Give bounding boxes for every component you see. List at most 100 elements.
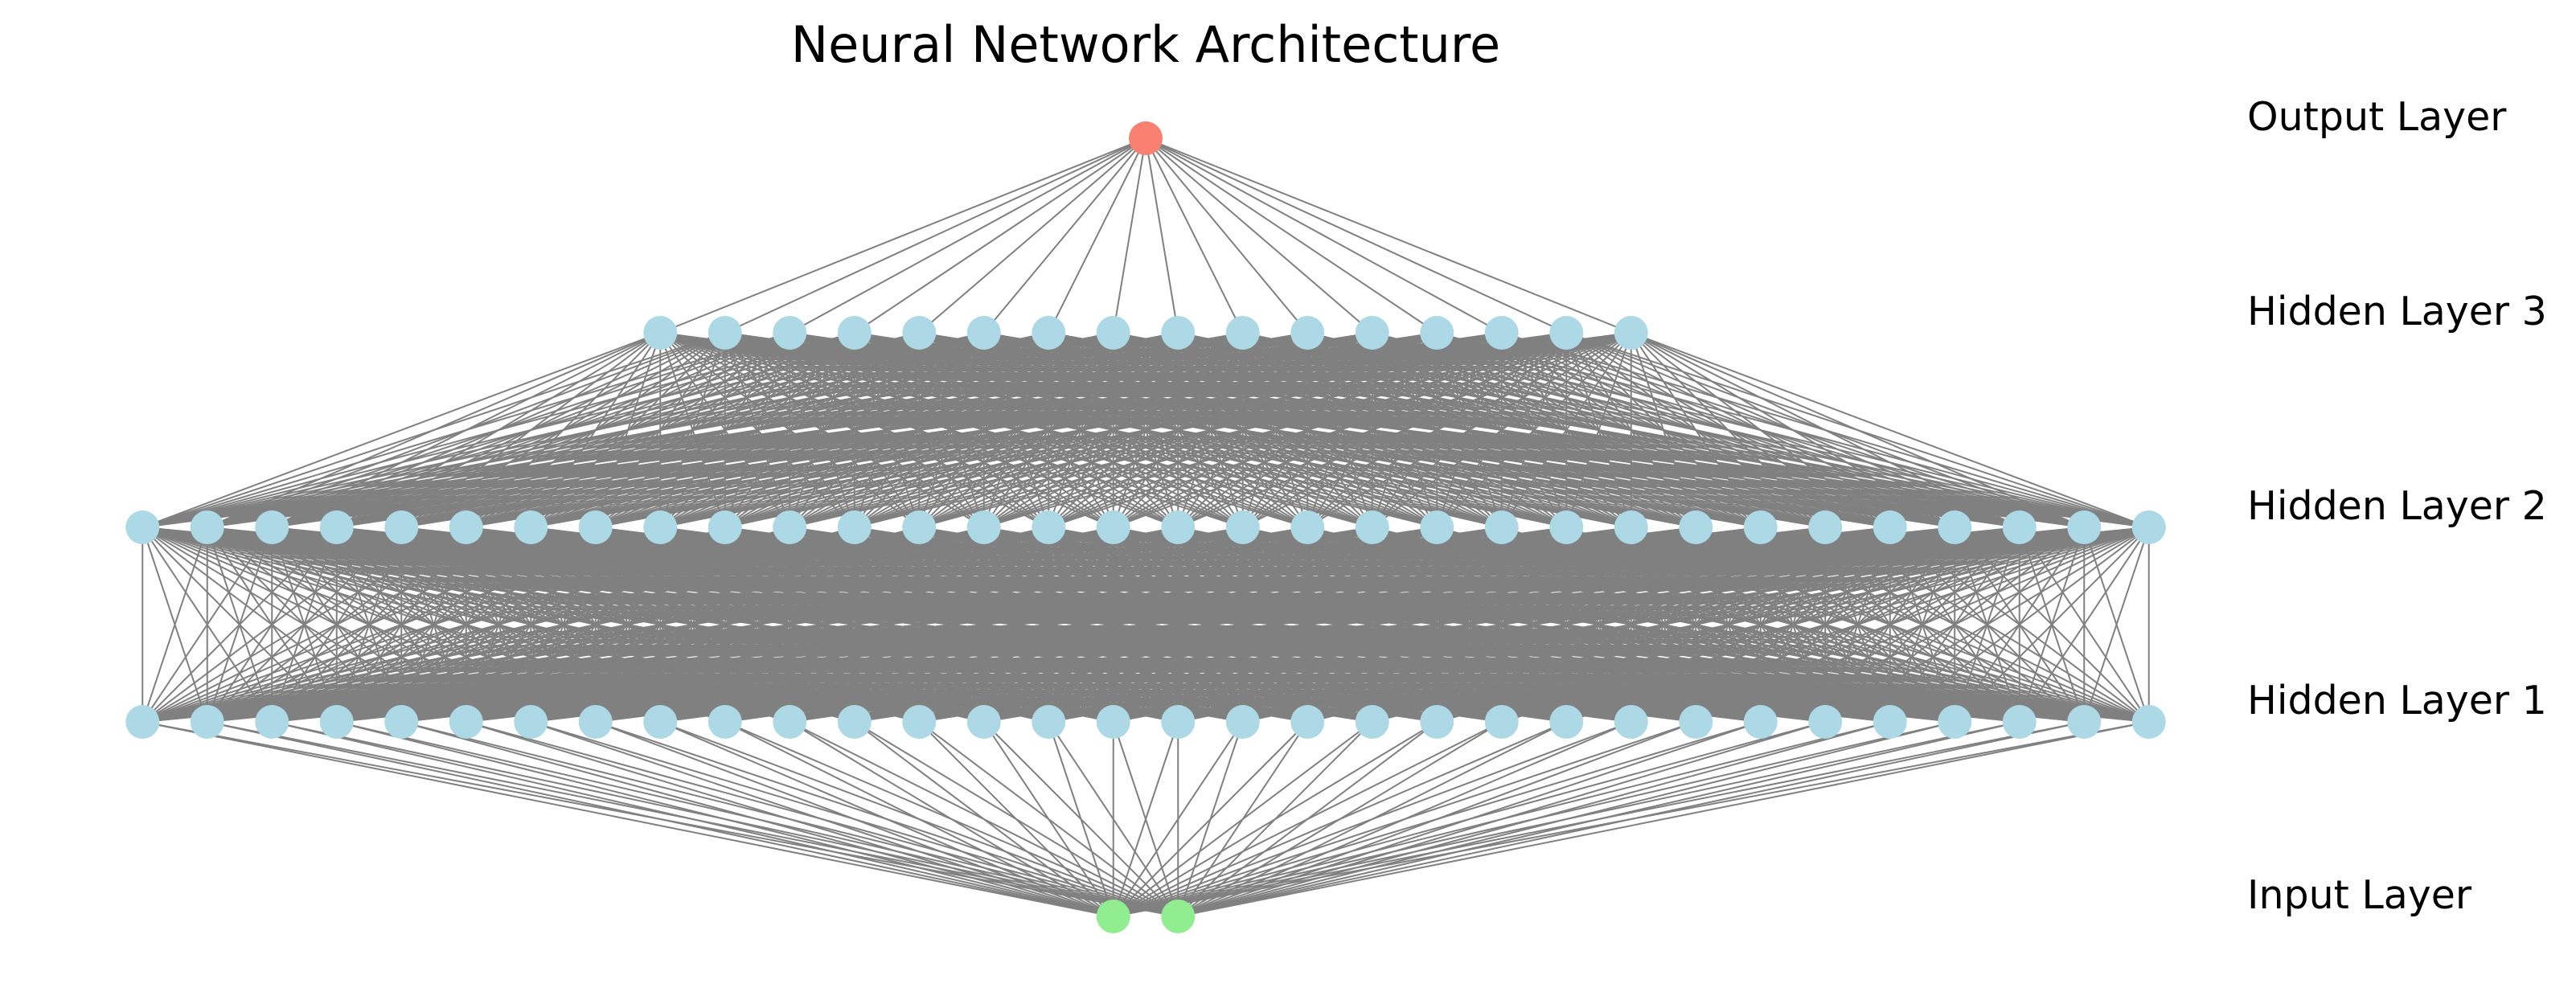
edge-hidden-layer-1-29-to-hidden-layer-2-0	[142, 527, 2020, 723]
layer-label-output-layer: Output Layer	[2247, 94, 2507, 140]
edge-hidden-layer-2-21-to-hidden-layer-3-0	[660, 332, 1502, 528]
edge-hidden-layer-1-31-to-hidden-layer-2-4	[401, 527, 2149, 723]
node-hidden-layer-2-23	[1614, 510, 1648, 544]
edge-hidden-layer-1-10-to-hidden-layer-2-0	[142, 527, 790, 723]
node-hidden-layer-1-11	[837, 705, 872, 739]
node-hidden-layer-2-25	[1743, 510, 1778, 544]
edge-hidden-layer-3-15-to-output-layer-0	[1145, 137, 1632, 334]
edge-hidden-layer-2-31-to-hidden-layer-3-3	[854, 332, 2149, 528]
edge-hidden-layer-3-14-to-output-layer-0	[1145, 137, 1567, 334]
edge-hidden-layer-2-24-to-hidden-layer-3-0	[660, 332, 1696, 528]
edge-hidden-layer-3-8-to-output-layer-0	[1145, 137, 1179, 334]
edge-hidden-layer-2-30-to-hidden-layer-3-0	[660, 332, 2085, 528]
edge-hidden-layer-1-31-to-hidden-layer-2-6	[531, 527, 2149, 723]
node-hidden-layer-2-0	[125, 510, 160, 544]
edge-hidden-layer-1-18-to-hidden-layer-2-0	[142, 527, 1308, 723]
edge-hidden-layer-1-31-to-hidden-layer-2-26	[1824, 527, 2150, 723]
node-hidden-layer-2-11	[837, 510, 872, 544]
node-hidden-layer-1-5	[449, 705, 483, 739]
node-hidden-layer-2-27	[1873, 510, 1907, 544]
edge-hidden-layer-2-28-to-hidden-layer-3-0	[660, 332, 1955, 528]
edge-hidden-layer-2-31-to-hidden-layer-3-12	[1436, 332, 2150, 528]
edge-input-layer-1-to-hidden-layer-1-15	[1112, 721, 1179, 917]
edge-input-layer-1-to-hidden-layer-1-11	[854, 721, 1179, 917]
edge-hidden-layer-1-31-to-hidden-layer-2-7	[595, 527, 2149, 723]
edge-hidden-layer-1-13-to-hidden-layer-2-0	[142, 527, 984, 723]
node-hidden-layer-1-28	[1938, 705, 1972, 739]
edge-hidden-layer-1-31-to-hidden-layer-2-25	[1760, 527, 2150, 723]
edge-hidden-layer-1-31-to-hidden-layer-2-22	[1565, 527, 2150, 723]
edge-hidden-layer-1-23-to-hidden-layer-2-0	[142, 527, 1631, 723]
node-hidden-layer-2-21	[1484, 510, 1519, 544]
node-hidden-layer-2-3	[319, 510, 354, 544]
node-hidden-layer-2-24	[1679, 510, 1713, 544]
edge-hidden-layer-1-3-to-hidden-layer-2-0	[142, 527, 338, 723]
node-hidden-layer-2-10	[773, 510, 807, 544]
edges-group	[142, 137, 2150, 917]
node-hidden-layer-1-21	[1484, 705, 1519, 739]
node-hidden-layer-2-4	[384, 510, 419, 544]
node-hidden-layer-3-3	[837, 316, 872, 350]
edge-hidden-layer-2-31-to-hidden-layer-3-5	[983, 332, 2149, 528]
node-hidden-layer-2-9	[708, 510, 742, 544]
edge-hidden-layer-3-7-to-output-layer-0	[1112, 137, 1146, 334]
edge-hidden-layer-2-3-to-hidden-layer-3-0	[336, 332, 661, 528]
edge-hidden-layer-2-11-to-hidden-layer-3-0	[659, 332, 855, 528]
node-hidden-layer-1-0	[125, 705, 160, 739]
edge-input-layer-1-to-hidden-layer-1-14	[1048, 721, 1179, 917]
edge-hidden-layer-1-16-to-hidden-layer-2-0	[142, 527, 1179, 723]
edge-hidden-layer-1-31-to-hidden-layer-2-11	[854, 527, 2149, 723]
edge-hidden-layer-2-2-to-hidden-layer-3-0	[271, 332, 661, 528]
edge-hidden-layer-3-3-to-output-layer-0	[854, 137, 1146, 334]
edge-hidden-layer-2-27-to-hidden-layer-3-0	[660, 332, 1890, 528]
edge-input-layer-1-to-hidden-layer-1-3	[336, 721, 1179, 917]
edge-input-layer-1-to-hidden-layer-1-22	[1177, 721, 1567, 917]
node-hidden-layer-1-25	[1743, 705, 1778, 739]
edge-hidden-layer-2-31-to-hidden-layer-3-6	[1048, 332, 2149, 528]
edge-hidden-layer-1-31-to-hidden-layer-2-9	[724, 527, 2149, 723]
node-hidden-layer-3-4	[902, 316, 937, 350]
node-hidden-layer-3-11	[1355, 316, 1389, 350]
node-hidden-layer-1-18	[1290, 705, 1325, 739]
node-hidden-layer-1-17	[1225, 705, 1260, 739]
node-hidden-layer-1-20	[1420, 705, 1454, 739]
edge-hidden-layer-3-9-to-output-layer-0	[1145, 137, 1244, 334]
node-hidden-layer-2-15	[1096, 510, 1130, 544]
edge-input-layer-0-to-hidden-layer-1-0	[142, 721, 1114, 917]
edge-hidden-layer-1-17-to-hidden-layer-2-0	[142, 527, 1243, 723]
edge-hidden-layer-1-5-to-hidden-layer-2-0	[142, 527, 467, 723]
edge-hidden-layer-3-11-to-output-layer-0	[1145, 137, 1373, 334]
edge-hidden-layer-2-20-to-hidden-layer-3-0	[660, 332, 1438, 528]
edge-hidden-layer-1-8-to-hidden-layer-2-0	[142, 527, 661, 723]
edge-hidden-layer-1-15-to-hidden-layer-2-0	[142, 527, 1114, 723]
edge-hidden-layer-3-4-to-output-layer-0	[918, 137, 1146, 334]
edge-hidden-layer-2-7-to-hidden-layer-3-0	[594, 332, 662, 528]
node-hidden-layer-2-22	[1549, 510, 1584, 544]
node-hidden-layer-1-19	[1355, 705, 1389, 739]
diagram-title: Neural Network Architecture	[791, 15, 1500, 74]
node-hidden-layer-3-8	[1161, 316, 1196, 350]
edge-hidden-layer-1-31-to-hidden-layer-2-23	[1631, 527, 2150, 723]
edge-input-layer-1-to-hidden-layer-1-23	[1177, 721, 1632, 917]
node-hidden-layer-3-0	[643, 316, 678, 350]
node-hidden-layer-1-7	[578, 705, 613, 739]
edge-input-layer-1-to-hidden-layer-1-1	[207, 721, 1179, 917]
edge-hidden-layer-2-23-to-hidden-layer-3-0	[660, 332, 1631, 528]
edge-hidden-layer-1-31-to-hidden-layer-2-1	[207, 527, 2149, 723]
edge-input-layer-1-to-hidden-layer-1-10	[789, 721, 1179, 917]
edge-input-layer-1-to-hidden-layer-1-21	[1177, 721, 1503, 917]
edge-hidden-layer-2-22-to-hidden-layer-3-0	[660, 332, 1567, 528]
node-hidden-layer-1-12	[902, 705, 937, 739]
edge-hidden-layer-1-1-to-hidden-layer-2-0	[142, 527, 208, 723]
edge-hidden-layer-3-10-to-output-layer-0	[1145, 137, 1309, 334]
edge-hidden-layer-3-6-to-output-layer-0	[1048, 137, 1146, 334]
node-hidden-layer-3-13	[1484, 316, 1519, 350]
edge-hidden-layer-2-26-to-hidden-layer-3-0	[660, 332, 1826, 528]
edge-hidden-layer-2-31-to-hidden-layer-3-15	[1631, 332, 2150, 528]
edge-input-layer-1-to-hidden-layer-1-26	[1177, 721, 1826, 917]
edge-input-layer-1-to-hidden-layer-1-0	[142, 721, 1179, 917]
edge-input-layer-1-to-hidden-layer-1-25	[1177, 721, 1762, 917]
edge-hidden-layer-2-31-to-hidden-layer-3-0	[660, 332, 2149, 528]
node-hidden-layer-2-31	[2131, 510, 2166, 544]
